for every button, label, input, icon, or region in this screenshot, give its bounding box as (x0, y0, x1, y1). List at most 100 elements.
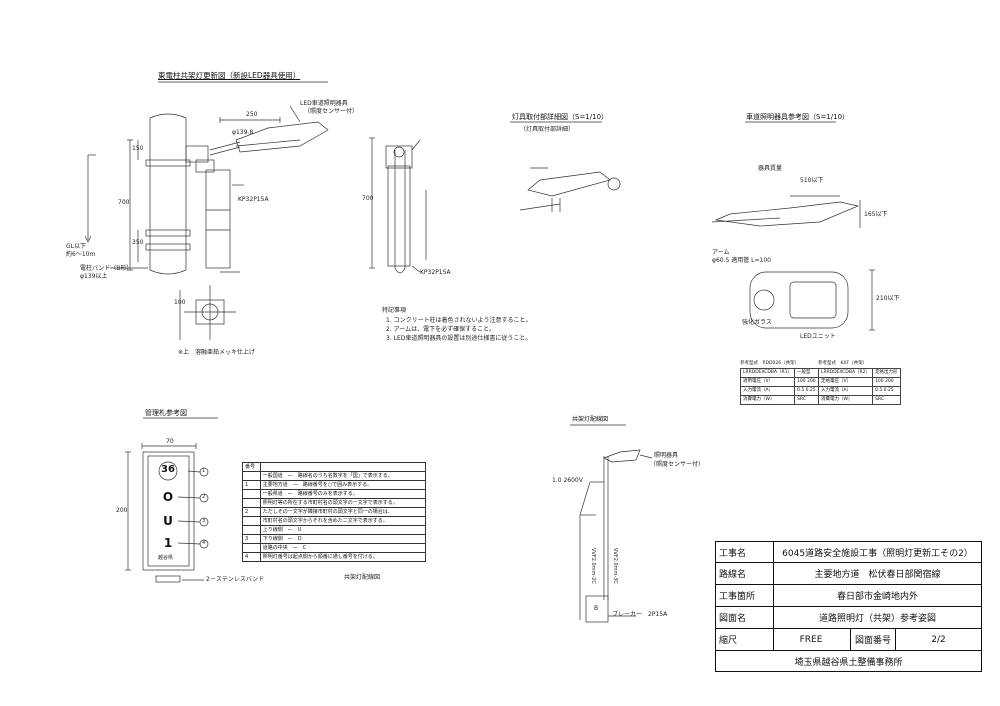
sign-row-no (242, 471, 261, 481)
title-row-route: 路線名 主要地方道 松伏春日部関宿線 (716, 563, 981, 585)
fixture-detail-title: 灯具取付部詳細図（S=1/10） (512, 113, 609, 121)
dim-350: 350 (132, 239, 144, 246)
note-2: 2. アームは、電下を必ず確保すること。 (386, 326, 496, 333)
side-view (369, 137, 427, 274)
dim-165: 165以下 (864, 211, 888, 218)
sign-row-text: 市町村名の頭文字からそれを含めた二文字で表示する。 (259, 516, 427, 526)
spec-cell: 0.5 0.25 (872, 386, 901, 396)
title-row-project: 工事名 6045道路安全施設工事（照明灯更新工その2） (716, 542, 981, 563)
wiring-breaker: ブレーカー 2P15A (612, 611, 668, 618)
fixture-detail-subtitle: （灯具取付部詳細） (520, 126, 575, 133)
wiring-title: 共架灯配線図 (572, 416, 609, 423)
pipe-label: φ60.5 適用管 L=100 (712, 257, 771, 264)
sign-row-text: ただしその一文字が隣接市町村の頭文字と同一の場合は、 (259, 507, 427, 517)
sign-callout-1: 1 (202, 468, 206, 474)
sign-row-text: 一般国道 — 路線名のうち名数字を「国」で表示する。 (259, 471, 427, 481)
led-fixture-label: LED車道照明器具 (300, 100, 348, 107)
drawing-no-key: 図面番号 (850, 629, 896, 650)
spec-cell: 適用電圧（V） (739, 377, 796, 387)
title-key: 路線名 (716, 563, 774, 584)
fixture-weight-label: 器具質量 (758, 165, 783, 172)
sign-row-text: 道路の中央 — C (259, 543, 427, 553)
breaker-label: KP32P15A (238, 196, 269, 203)
sensor-label: （照度センサー付） (304, 108, 359, 115)
wiring-w2: VVF2.0mm-2C (590, 548, 596, 584)
title-key: 工事箇所 (716, 585, 774, 606)
sign-row-text: 照明灯番号は起点側から順番に通し番号を付ける。 (259, 552, 427, 562)
spec-cell: SRC (794, 395, 819, 405)
sign-row-text: 一般県道 — 路線番号のみを表示する。 (259, 489, 427, 499)
sign-dim-200: 200 (116, 507, 128, 514)
dim-700: 700 (118, 199, 130, 206)
fixture-arm (185, 121, 329, 173)
spec-cell: 100 200 (794, 377, 819, 387)
notes-header: 特記事項 (382, 307, 407, 314)
dim-510: 510以下 (800, 177, 824, 184)
scale-value: FREE (799, 634, 823, 645)
sign-row-no: 2 (242, 507, 261, 517)
sign-direction: U (163, 514, 173, 528)
sign-callout-2: 2 (202, 494, 206, 500)
drawing-no-value: 2/2 (931, 634, 946, 645)
sign-row-no (242, 489, 261, 499)
sign-row-no (242, 543, 261, 553)
sign-row-no: 3 (242, 534, 261, 544)
wiring-diagram (570, 424, 653, 623)
led-unit-label: LEDユニット (800, 333, 836, 340)
sign-row-text: 主要地方道 — 路線番号を○で囲み表示する。 (259, 480, 427, 490)
pole-diameter: φ139以上 (80, 273, 108, 280)
office-name: 埼玉県越谷県土整備事務所 (794, 657, 903, 668)
band-label: 電柱バンド（B形） (80, 265, 133, 272)
title-row-drawing-name: 図面名 道路照明灯（共架）参考姿図 (716, 607, 981, 629)
title-block: 工事名 6045道路安全施設工事（照明灯更新工その2） 路線名 主要地方道 松伏… (715, 541, 982, 672)
dim-100: 100 (174, 299, 186, 306)
spec-cell: 定格出力形 (872, 368, 901, 378)
gl-depth: 約6～10m (66, 251, 96, 258)
title-key: 図面名 (716, 607, 774, 628)
spec-cell: SRC (872, 395, 901, 405)
spec-cell: 0.5 0.25 (794, 386, 819, 396)
sign-row-no (242, 498, 261, 508)
dim-139: φ139.8 (232, 129, 254, 136)
dim-250: 250 (246, 111, 258, 118)
sign-municipality: O (162, 490, 174, 504)
sign-plate (125, 417, 218, 583)
fixture-reference (711, 121, 875, 331)
title-value: 主要地方道 松伏春日部関宿線 (814, 570, 941, 580)
spec-right-caption: 参考型式 KXF（共架） (818, 361, 868, 366)
side-breaker-label: KP32P15A (420, 269, 451, 276)
spec-table-left: LRRDDEXCDBA（R1）一般型 適用電圧（V）100 200 入力電流（A… (739, 368, 819, 405)
sign-sequence: 1 (163, 536, 173, 550)
sign-callout-4: 4 (202, 540, 206, 546)
title-value: 道路照明灯（共架）参考姿図 (818, 614, 936, 624)
spec-table-right: LRRDDEXCDBA（R2）定格出力形 定格電圧（V）100 200 入力電流… (817, 368, 901, 405)
wiring-box: B (594, 605, 599, 612)
gl-label: GL以下 (66, 243, 86, 250)
sign-title: 管理札参考図 (145, 409, 187, 417)
wiring-fixture-label: 照明器具 (654, 452, 679, 459)
dim-150: 150 (132, 145, 144, 152)
wiring-w1: VVF2.0mm-3C (612, 548, 618, 584)
fixture-detail (510, 121, 621, 212)
wiring-sensor-label: （照度センサー付） (650, 461, 705, 468)
sign-row-text: 下り線側 — D (259, 534, 427, 544)
dim-210: 210以下 (876, 295, 900, 302)
plan-view (179, 285, 236, 340)
sign-route-number: 36 (161, 464, 175, 475)
spec-cell: 定格電圧（V） (817, 377, 874, 387)
sign-row-text: 上り線側 — U (259, 525, 427, 535)
fixture-ref-title: 車道照明器具参考図（S=1/10） (746, 113, 850, 121)
wiring-caption: 共架灯配線図 (344, 574, 381, 581)
wiring-cable-label: 1.0 2600V (552, 477, 583, 484)
title-value: 春日部市金崎地内外 (836, 592, 918, 602)
arm-label: アーム (712, 249, 730, 256)
spec-cell: 消費電力（W） (739, 395, 796, 405)
spec-cell: 一般型 (794, 368, 819, 378)
spec-cell: 入力電流（A） (739, 386, 796, 396)
sign-table-header: 番号 (242, 462, 261, 472)
sign-row-no (242, 516, 261, 526)
sign-dim-70: 70 (166, 438, 174, 445)
spec-cell: 入力電流（A） (817, 386, 874, 396)
